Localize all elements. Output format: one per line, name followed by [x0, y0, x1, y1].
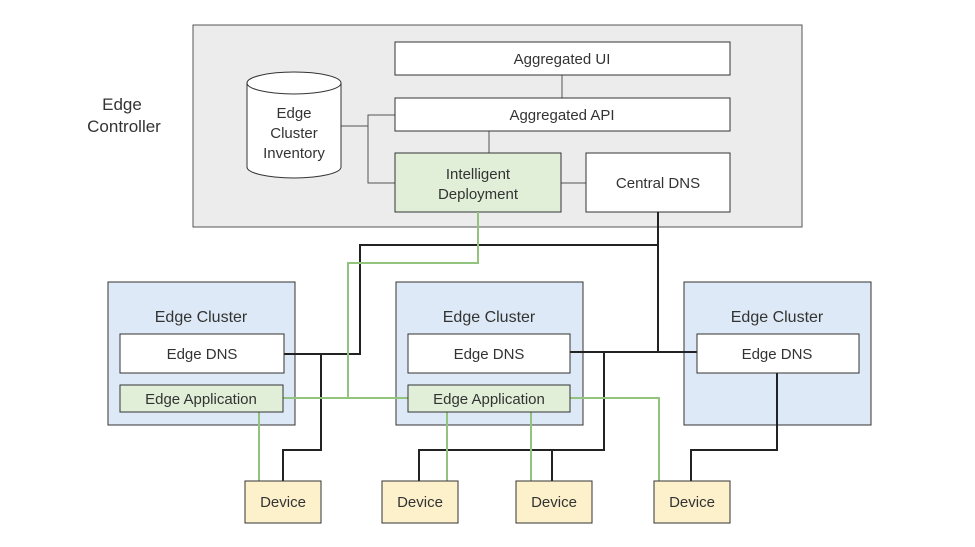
- edge-cluster-title-2: Edge Cluster: [443, 309, 536, 326]
- inventory-label-line1: Edge: [276, 105, 311, 122]
- dns-link-cluster3-device4: [690, 373, 778, 481]
- connector-inventory-deployment: [367, 126, 395, 184]
- device-label-3: Device: [531, 494, 577, 511]
- edge-dns-label-1: Edge DNS: [167, 346, 238, 363]
- central-dns-box: [585, 152, 731, 213]
- edge-cluster-title-3: Edge Cluster: [731, 309, 824, 326]
- aggregated-ui-box: [394, 41, 731, 76]
- device-box-4: [653, 480, 731, 524]
- aggregated-ui-label: Aggregated UI: [514, 51, 611, 68]
- connector-inventory-api: [367, 114, 395, 126]
- inventory-label-line2: Cluster: [270, 125, 318, 142]
- aggregated-api-box: [394, 97, 731, 132]
- edge-dns-box-2: [407, 333, 571, 374]
- edge-controller-label-line2: Controller: [87, 117, 161, 136]
- edge-application-label-2: Edge Application: [433, 391, 545, 408]
- database-icon: [246, 71, 342, 179]
- dns-link-cluster1-device1: [282, 354, 322, 481]
- deployment-label-line2: Deployment: [438, 186, 519, 203]
- edge-controller-label-line1: Edge: [102, 95, 142, 114]
- edge-application-label-1: Edge Application: [145, 391, 257, 408]
- device-box-1: [244, 480, 322, 524]
- edge-dns-box-3: [696, 333, 860, 374]
- edge-application-box-2: [407, 384, 571, 413]
- dns-link-central-cluster1: [284, 212, 659, 355]
- app-link-cluster2-device4: [570, 397, 660, 481]
- app-link-deployment: [283, 212, 479, 399]
- device-label-4: Device: [669, 494, 715, 511]
- dns-link-cluster2-device2: [418, 352, 605, 481]
- edge-dns-label-3: Edge DNS: [742, 346, 813, 363]
- aggregated-api-label: Aggregated API: [509, 107, 614, 124]
- device-box-2: [381, 480, 459, 524]
- edge-cluster-title-1: Edge Cluster: [155, 309, 248, 326]
- edge-dns-label-2: Edge DNS: [454, 346, 525, 363]
- edge-dns-box-1: [119, 333, 285, 374]
- inventory-label-line3: Inventory: [263, 145, 325, 162]
- device-label-1: Device: [260, 494, 306, 511]
- edge-application-box-1: [119, 384, 284, 413]
- deployment-label-line1: Intelligent: [446, 166, 511, 183]
- central-dns-label: Central DNS: [616, 175, 700, 192]
- device-label-2: Device: [397, 494, 443, 511]
- device-box-3: [515, 480, 593, 524]
